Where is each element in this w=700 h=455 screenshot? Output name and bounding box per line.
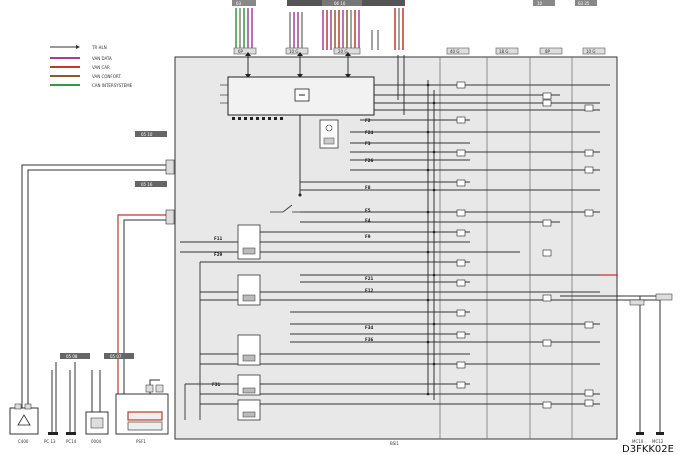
top-connectors: 6P 10 G 20 G 40 G 18 G 8P 10 G [233,47,606,55]
diagram-ref: D3FKK02E [622,444,674,455]
legend-entry-van-confort: VAN CONFORT [50,74,121,79]
component-label: PC14 [66,439,77,444]
component-label: PC 13 [44,439,56,444]
side-tag-label: 05 16 [141,182,153,187]
fuse-label: F11 [214,236,223,241]
fuse-label: F36 [365,337,374,342]
legend-label: TR HLN [91,45,107,50]
inner-labels: F2 F24 F3 F26 F8 F5 F4 F9 F11 F29 F21 F1… [212,118,374,387]
connector-arrows [245,52,351,78]
fuse-label: F24 [365,130,374,135]
component-label: PSF1 [136,439,146,444]
top-tag [232,0,256,6]
top-wire-bundles [235,8,404,50]
connector-label: 8P [545,49,551,54]
legend-label: CAN INTERSYSTEME [92,83,133,88]
fuse-label: F26 [365,158,374,163]
connector-label: 40 G [450,49,459,54]
column-separators [439,57,573,439]
fuse-blocks [456,81,594,409]
left-wall-connectors [165,159,175,225]
top-tag [575,0,597,6]
fuse-label: F3 [365,141,371,146]
legend-entry-van-data: VAN DATA [50,56,112,61]
c400-component [9,407,39,435]
legend-entry-tr: TR HLN [50,45,107,50]
bottom-labels: C400 PC 13 PC14 0004 PSF1 BSI1 MC10 MC12 [18,439,664,446]
signal-lines [180,84,610,405]
connector-label: 10 G [289,49,298,54]
fuse-label: F12 [365,288,374,293]
side-tag-label: 05 07 [110,354,122,359]
component-label: 0004 [91,439,102,444]
switch [270,204,300,213]
side-tags: 05 10 05 16 05 08 05 07 [60,131,167,359]
fuse-label: F29 [214,252,223,257]
fuse-label: F2 [365,118,371,123]
top-tags: 03 08 50 06 10 10 03 25 [232,0,597,6]
top-tag-label: 06 10 [334,1,346,6]
central-chip [220,76,375,120]
legend-label: VAN CONFORT [92,74,121,79]
side-tag-label: 05 10 [141,132,153,137]
connector-label: 20 G [338,49,347,54]
relay-top [319,119,339,149]
fuse-label: F31 [212,382,221,387]
fuse-label: F8 [365,185,371,190]
top-tag [533,0,555,6]
connector-label: 18 G [499,49,508,54]
component-label: MC10 [632,439,644,444]
top-tag [322,0,362,6]
component-label: MC12 [652,439,664,444]
fuse-label: F5 [365,208,371,213]
side-tag-label: 05 08 [66,354,78,359]
right-harness [560,274,673,435]
fuse-label: F21 [365,276,374,281]
legend-label: VAN DATA [92,56,112,61]
left-harness [21,164,170,408]
legend-entry-van-car: VAN CAR [50,65,110,70]
fuse-label: F4 [365,218,371,223]
junction-dots [298,83,436,396]
legend-label: VAN CAR [92,65,110,70]
bottom-components [9,362,169,435]
fuse-label: F34 [365,325,374,330]
component-label: BSI1 [390,441,399,446]
left-rails [184,262,201,420]
top-tag-label: 03 [236,1,242,6]
relay-coils [242,247,256,418]
top-tag-label: 10 [537,1,543,6]
fuse-label: F9 [365,234,371,239]
connector-label: 6P [238,49,244,54]
top-tag-label: 03 25 [578,1,590,6]
legend: TR HLN VAN DATA VAN CAR VAN CONFORT CAN … [50,45,133,88]
component-label: C400 [18,439,29,444]
legend-entry-can: CAN INTERSYSTEME [50,83,133,88]
connector-label: 10 G [586,49,595,54]
